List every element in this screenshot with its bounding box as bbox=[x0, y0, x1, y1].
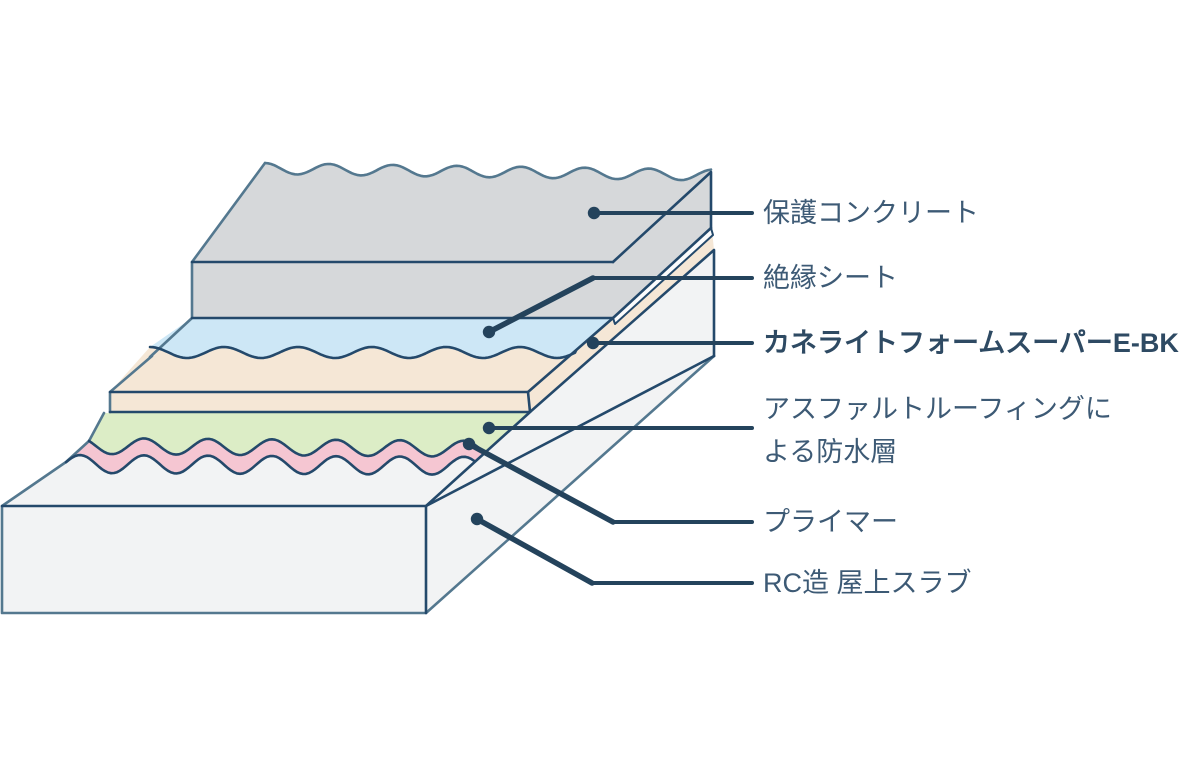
sheet-torn-edge-wave bbox=[148, 345, 578, 360]
callout-labels: 保護コンクリート 絶縁シート カネライトフォームスーパーE-BK アスファルトル… bbox=[763, 198, 1179, 598]
concrete-right-top-edge bbox=[611, 170, 713, 264]
primer-bottom-wave bbox=[64, 453, 476, 476]
foam-board-top-face bbox=[110, 347, 576, 392]
label-kanelite-foam: カネライトフォームスーパーE-BK bbox=[763, 328, 1179, 358]
waterproof-layer-band bbox=[89, 413, 529, 457]
primer-top-wave bbox=[87, 437, 487, 458]
label-rc-slab: RC造 屋上スラブ bbox=[763, 568, 972, 598]
rc-cut-fold-edge bbox=[424, 354, 716, 508]
leader-dots bbox=[462, 206, 601, 526]
leader-concrete-dot bbox=[587, 206, 601, 220]
leader-sheet-dot bbox=[482, 325, 496, 339]
torn-top-edge bbox=[263, 161, 713, 182]
leader-foam-dot bbox=[586, 336, 600, 350]
leader-rc-dot bbox=[470, 512, 484, 526]
label-waterproofing-line2: よる防水層 bbox=[763, 437, 897, 467]
leader-sheet-diagonal bbox=[486, 275, 596, 335]
left-edge-upper bbox=[148, 161, 267, 359]
protective-concrete-side-face bbox=[613, 172, 711, 318]
foam-cut-top-edge bbox=[526, 316, 615, 394]
foam-cut-bottom-edge bbox=[528, 248, 716, 414]
leader-rc-diagonal bbox=[474, 516, 595, 586]
leader-lines bbox=[466, 211, 754, 586]
protective-concrete-front-face bbox=[192, 262, 613, 318]
leader-primer-diagonal bbox=[466, 441, 616, 525]
leader-primer-dot bbox=[462, 437, 476, 451]
label-primer: プライマー bbox=[763, 507, 898, 537]
label-insulation-sheet: 絶縁シート bbox=[763, 263, 898, 293]
label-waterproofing-line1: アスファルトルーフィングに bbox=[763, 394, 1112, 424]
inner-edges bbox=[0, 170, 716, 615]
foam-front-top-edge bbox=[108, 390, 532, 414]
sheet-sliver-outline bbox=[612, 227, 714, 325]
leader-waterproof-dot bbox=[482, 421, 496, 435]
rc-slab-front-face bbox=[2, 506, 426, 613]
rc-slab-top-face bbox=[2, 455, 474, 506]
protective-concrete-top-face bbox=[192, 163, 711, 262]
label-protective-concrete: 保護コンクリート bbox=[763, 198, 979, 228]
foam-board-front-face bbox=[110, 392, 530, 412]
